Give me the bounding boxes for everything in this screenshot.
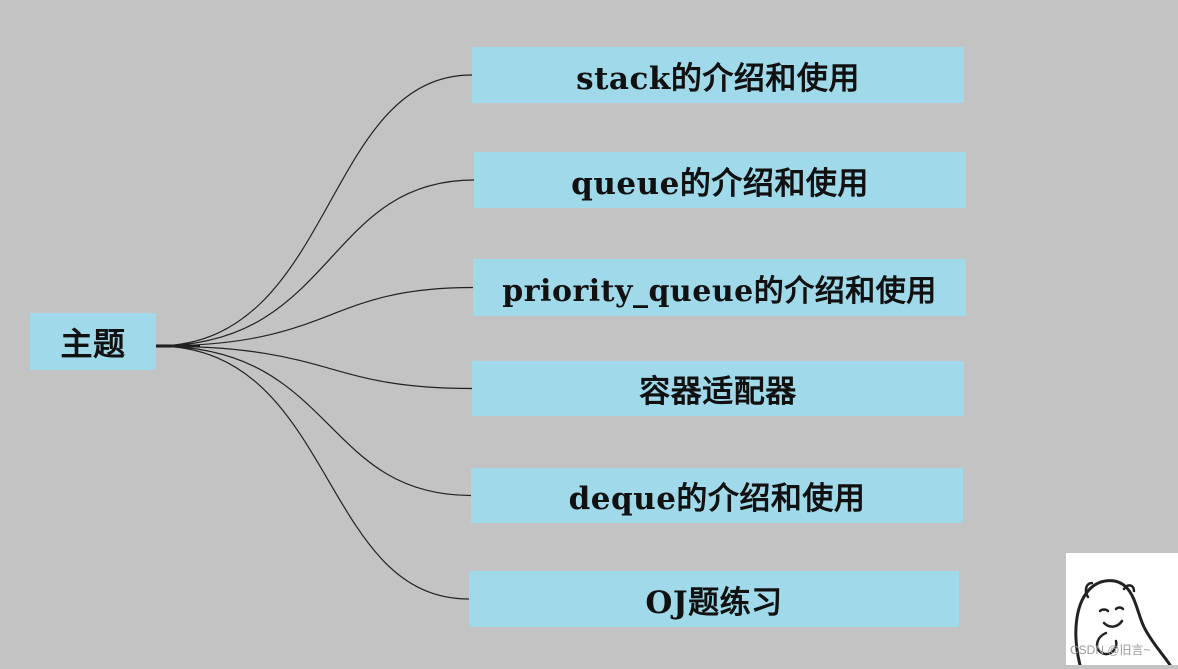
branch-node-priority-queue[interactable]: priority_queue的介绍和使用 xyxy=(473,259,966,316)
cartoon-sticker-image xyxy=(1066,553,1178,667)
csdn-watermark: CSDN @旧言~ xyxy=(1070,643,1151,657)
branch-node-queue[interactable]: queue的介绍和使用 xyxy=(474,152,966,208)
branch-node-deque[interactable]: deque的介绍和使用 xyxy=(471,468,963,523)
connector-line-0 xyxy=(155,74,473,347)
connector-line-3 xyxy=(155,345,473,390)
branch-node-container-adapter[interactable]: 容器适配器 xyxy=(472,361,964,416)
branch-node-stack[interactable]: stack的介绍和使用 xyxy=(472,47,964,103)
connector-line-1 xyxy=(155,179,475,347)
connector-line-2 xyxy=(155,286,474,347)
connector-line-5 xyxy=(155,345,470,600)
connector-group xyxy=(155,74,475,600)
connector-line-4 xyxy=(155,345,472,497)
branch-node-oj-practice[interactable]: OJ题练习 xyxy=(469,571,959,627)
cartoon-face-icon xyxy=(1074,579,1172,667)
root-topic-node[interactable]: 主题 xyxy=(30,313,156,370)
